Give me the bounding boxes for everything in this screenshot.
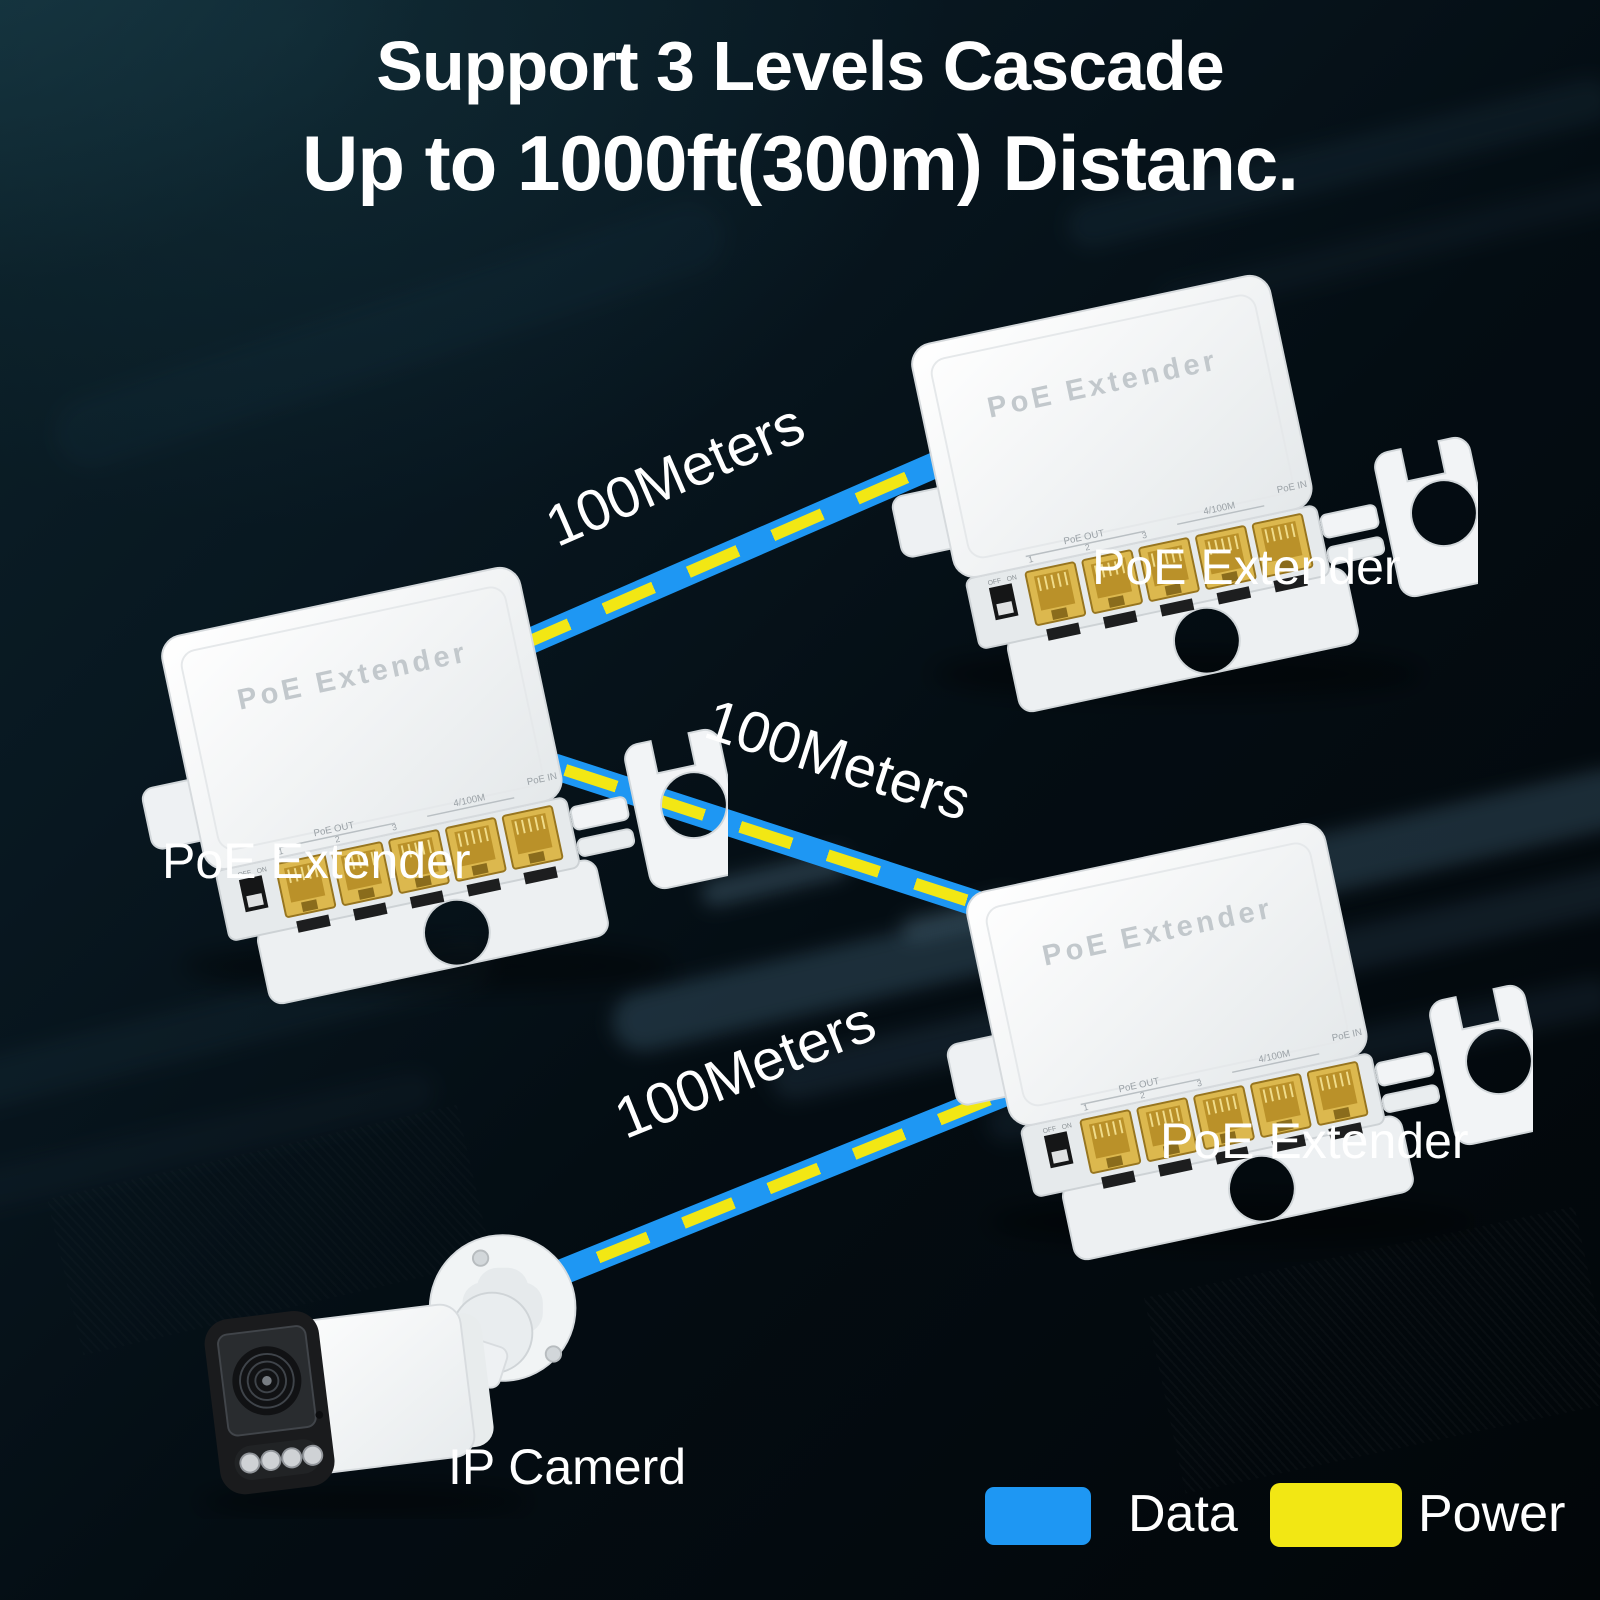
bg-streak	[46, 193, 734, 477]
extender-bottom-label: PoE Extender	[1160, 1113, 1469, 1169]
legend-power-swatch	[1270, 1483, 1402, 1547]
ip-camera	[195, 1234, 577, 1517]
title-line-2: Up to 1000ft(300m) Distanc.	[302, 119, 1299, 207]
camera-body	[204, 1303, 494, 1495]
extender-middle-label: PoE Extender	[162, 833, 471, 889]
poe-extender-middle	[128, 552, 728, 1007]
poe-extender-top	[878, 260, 1478, 715]
title-line-1: Support 3 Levels Cascade	[376, 27, 1224, 105]
camera-mic-hole	[315, 1411, 324, 1419]
legend-power-label: Power	[1418, 1485, 1566, 1543]
camera-label: IP Camerd	[448, 1439, 687, 1495]
legend-data-swatch	[985, 1487, 1091, 1545]
poe-extender-bottom	[933, 808, 1533, 1263]
legend-data-label: Data	[1128, 1485, 1238, 1543]
extender-top-label: PoE Extender	[1092, 539, 1401, 595]
